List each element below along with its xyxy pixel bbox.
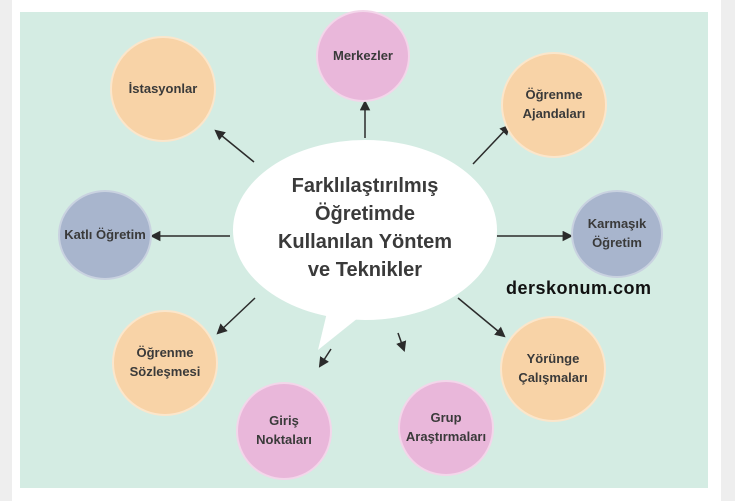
node-ogrenme-sozlesmesi: Öğrenme Sözleşmesi [112,310,218,416]
arrow-to-ogrenme-ajandalari [472,124,511,165]
arrow-to-giris-noktalari [318,348,332,368]
watermark: derskonum.com [506,278,652,298]
node-grup-arastirmalari: Grup Araştırmaları [398,380,494,476]
node-katli-ogretim: Katlı Öğretim [58,190,152,280]
node-karmasik-ogretim: Karmaşık Öğretim [571,190,663,278]
arrow-to-istasyonlar [214,129,255,163]
node-giris-noktalari: Giriş Noktaları [236,382,332,480]
arrow-to-ogrenme-sozlesmesi [216,297,256,335]
arrow-to-grup-arastirmalari [396,332,407,352]
node-ogrenme-ajandalari: Öğrenme Ajandaları [501,52,607,158]
center-title: Farklılaştırılmış Öğretimde Kullanılan Y… [277,175,453,281]
arrow-to-yorunge-calismalari [457,297,506,338]
node-merkezler: Merkezler [316,10,410,102]
right-margin [721,0,735,501]
left-margin [0,0,12,501]
center-speech-bubble [233,140,497,350]
node-istasyonlar: İstasyonlar [110,36,216,142]
node-yorunge-calismalari: Yörünge Çalışmaları [500,316,606,422]
